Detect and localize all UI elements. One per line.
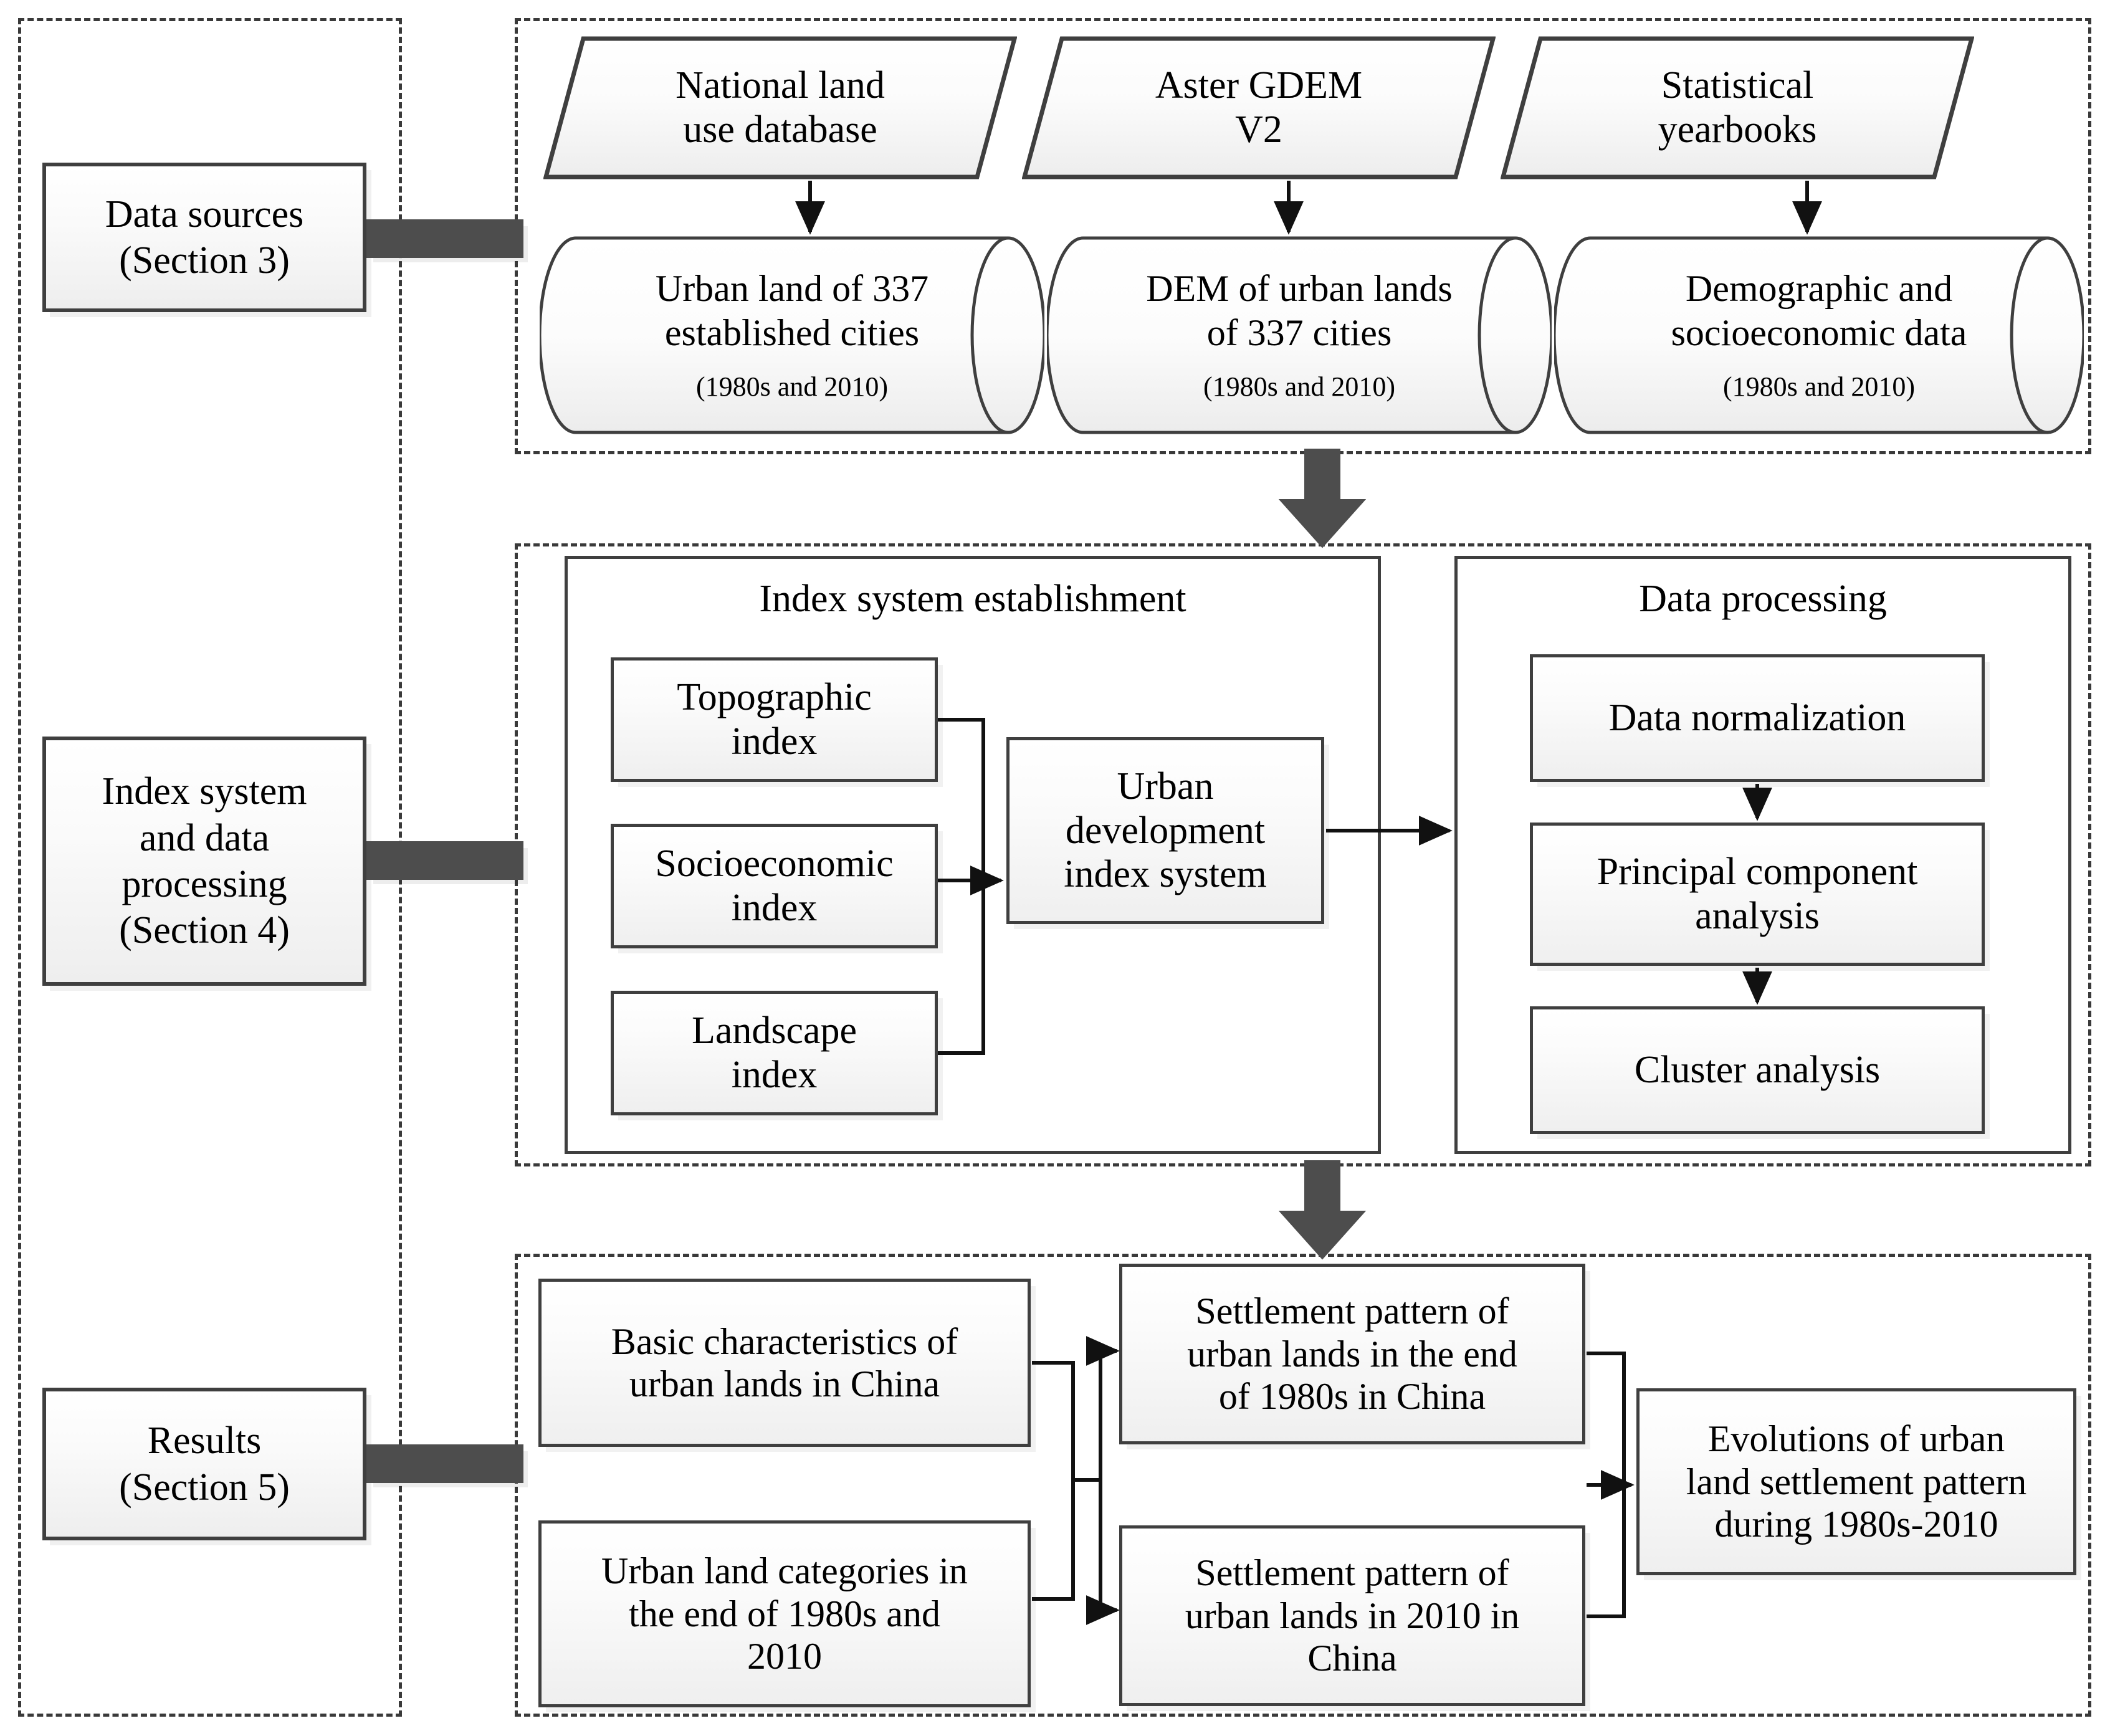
result-label-line: 2010 bbox=[747, 1636, 822, 1677]
database-period: (1980s and 2010) bbox=[1723, 371, 1915, 403]
section-label-data-sources[interactable]: Data sources (Section 3) bbox=[42, 163, 366, 312]
section-label-line: Results bbox=[147, 1419, 262, 1462]
index-box-socioeconomic[interactable]: Socioeconomic index bbox=[611, 824, 938, 948]
index-label-line: Socioeconomic bbox=[655, 842, 894, 885]
section-label-line: and data bbox=[139, 816, 270, 859]
database-period: (1980s and 2010) bbox=[696, 371, 888, 403]
processing-label-line: Principal component bbox=[1597, 851, 1918, 894]
result-label-line: China bbox=[1307, 1638, 1397, 1679]
index-box-topographic[interactable]: Topographic index bbox=[611, 657, 938, 782]
index-label-line: index bbox=[731, 1054, 818, 1096]
index-box-landscape[interactable]: Landscape index bbox=[611, 991, 938, 1115]
database-shape-demographic-socioeconomic[interactable]: Demographic and socioeconomic data (1980… bbox=[1554, 236, 2084, 435]
database-label-line: Urban land of 337 bbox=[655, 267, 929, 309]
database-label-line: Demographic and bbox=[1685, 267, 1953, 309]
result-label-line: of 1980s in China bbox=[1218, 1376, 1486, 1418]
result-box-settlement-pattern-2010[interactable]: Settlement pattern of urban lands in 201… bbox=[1119, 1525, 1585, 1706]
input-shape-national-land-use-database[interactable]: National land use database bbox=[543, 36, 1017, 179]
result-label-line: Settlement pattern of bbox=[1195, 1290, 1509, 1332]
database-label-line: DEM of urban lands bbox=[1146, 267, 1453, 309]
section-label-line: Index system bbox=[102, 770, 307, 813]
index-label-line: index bbox=[731, 720, 818, 763]
input-label-line: yearbooks bbox=[1658, 108, 1817, 151]
index-label-line: Topographic bbox=[677, 676, 872, 719]
index-label-line: index bbox=[731, 887, 818, 929]
stage-arrow-data-to-index bbox=[1272, 449, 1372, 548]
input-label-line: use database bbox=[683, 108, 877, 151]
index-box-urban-development-index-system[interactable]: Urban development index system bbox=[1006, 737, 1324, 924]
index-output-line: development bbox=[1065, 809, 1266, 852]
section-label-line: (Section 4) bbox=[119, 909, 290, 952]
result-label-line: Urban land categories in bbox=[601, 1550, 968, 1592]
input-shape-statistical-yearbooks[interactable]: Statistical yearbooks bbox=[1501, 36, 1974, 179]
result-label-line: the end of 1980s and bbox=[629, 1593, 940, 1634]
index-label-line: Landscape bbox=[691, 1009, 857, 1052]
database-label-line: of 337 cities bbox=[1206, 312, 1392, 353]
panel-title-index-system: Index system establishment bbox=[759, 578, 1186, 620]
result-label-line: during 1980s-2010 bbox=[1714, 1504, 1998, 1545]
input-label-line: Aster GDEM bbox=[1155, 64, 1363, 107]
input-label-line: National land bbox=[675, 64, 885, 107]
result-box-urban-land-categories[interactable]: Urban land categories in the end of 1980… bbox=[538, 1520, 1031, 1707]
connector-bar-index-system bbox=[366, 841, 523, 880]
processing-label-line: Cluster analysis bbox=[1634, 1049, 1881, 1092]
input-label-line: Statistical bbox=[1661, 64, 1814, 107]
result-label-line: Basic characteristics of bbox=[611, 1320, 958, 1362]
section-label-index-system[interactable]: Index system and data processing (Sectio… bbox=[42, 737, 366, 986]
section-label-results[interactable]: Results (Section 5) bbox=[42, 1388, 366, 1540]
section-label-line: (Section 3) bbox=[119, 239, 290, 282]
dashed-container-results bbox=[515, 1254, 2091, 1717]
result-label-line: urban lands in China bbox=[629, 1363, 940, 1405]
section-label-line: processing bbox=[122, 863, 287, 905]
result-box-settlement-pattern-1980s[interactable]: Settlement pattern of urban lands in the… bbox=[1119, 1264, 1585, 1444]
panel-title-data-processing: Data processing bbox=[1639, 578, 1887, 620]
connector-bar-data-sources bbox=[366, 219, 523, 258]
result-label-line: Settlement pattern of bbox=[1195, 1552, 1509, 1594]
processing-label-line: analysis bbox=[1695, 895, 1820, 937]
database-shape-urban-land-337-cities[interactable]: Urban land of 337 established cities (19… bbox=[540, 236, 1044, 435]
result-label-line: land settlement pattern bbox=[1686, 1461, 2027, 1502]
database-label-line: established cities bbox=[664, 312, 920, 353]
processing-box-data-normalization[interactable]: Data normalization bbox=[1530, 654, 1985, 782]
processing-box-cluster-analysis[interactable]: Cluster analysis bbox=[1530, 1006, 1985, 1134]
index-output-line: index system bbox=[1064, 853, 1267, 896]
result-box-basic-characteristics[interactable]: Basic characteristics of urban lands in … bbox=[538, 1279, 1031, 1447]
result-label-line: Evolutions of urban bbox=[1707, 1418, 2005, 1460]
database-period: (1980s and 2010) bbox=[1203, 371, 1395, 403]
connector-bar-results bbox=[366, 1444, 523, 1483]
processing-box-principal-component-analysis[interactable]: Principal component analysis bbox=[1530, 823, 1985, 966]
database-shape-dem-337-cities[interactable]: DEM of urban lands of 337 cities (1980s … bbox=[1047, 236, 1552, 435]
result-box-evolutions-settlement-pattern[interactable]: Evolutions of urban land settlement patt… bbox=[1636, 1388, 2076, 1575]
input-shape-aster-gdem-v2[interactable]: Aster GDEM V2 bbox=[1022, 36, 1496, 179]
processing-label-line: Data normalization bbox=[1608, 697, 1906, 740]
index-output-line: Urban bbox=[1117, 765, 1214, 808]
result-label-line: urban lands in 2010 in bbox=[1185, 1595, 1520, 1636]
input-label-line: V2 bbox=[1235, 108, 1282, 151]
section-label-line: Data sources bbox=[105, 193, 304, 236]
stage-arrow-index-to-results bbox=[1272, 1160, 1372, 1260]
section-label-line: (Section 5) bbox=[119, 1466, 290, 1509]
database-label-line: socioeconomic data bbox=[1671, 312, 1967, 353]
result-label-line: urban lands in the end bbox=[1187, 1333, 1517, 1375]
